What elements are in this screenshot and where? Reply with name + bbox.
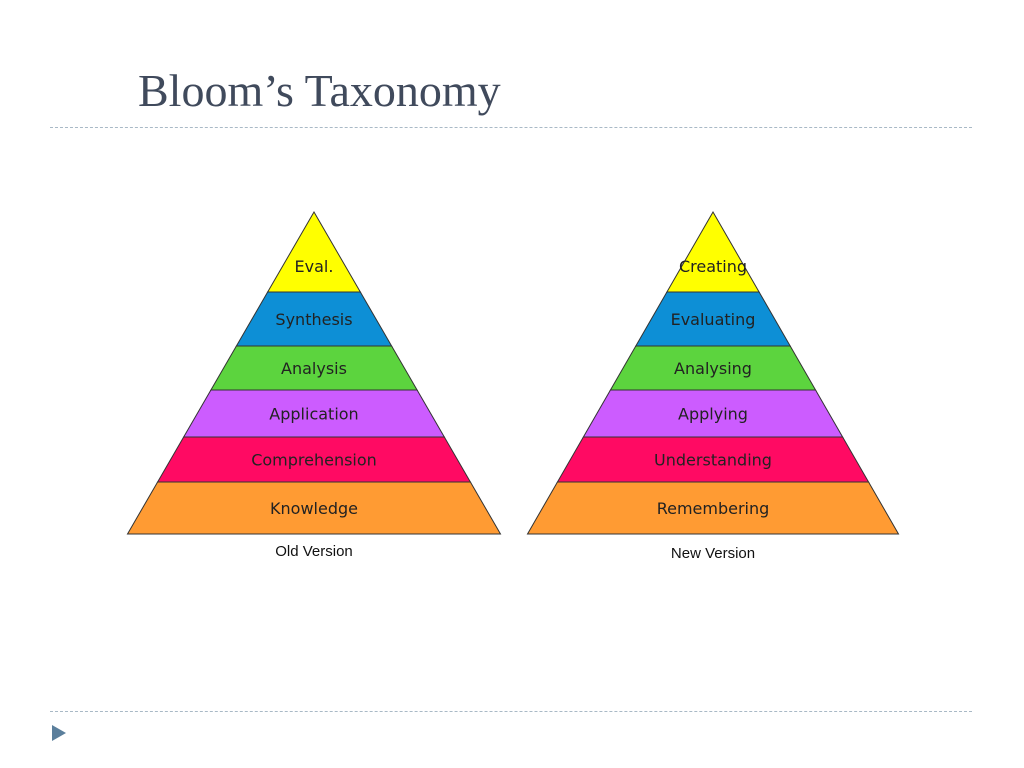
- pyramid-layer-label: Application: [269, 405, 358, 424]
- title-divider: [50, 127, 972, 128]
- pyramid-layer-label: Eval.: [295, 257, 334, 276]
- pyramid-layer: [266, 211, 362, 293]
- triangle-bullet-icon: [52, 725, 66, 741]
- slide-title: Bloom’s Taxonomy: [138, 65, 501, 116]
- pyramid-layer: [526, 481, 900, 535]
- pyramid-layer: [126, 481, 502, 535]
- pyramid-layer-label: Analysis: [281, 359, 347, 378]
- pyramid-layer-label: Comprehension: [251, 451, 377, 470]
- new-version-pyramid: Creating Evaluating Analysing Applying U…: [526, 210, 900, 562]
- old-version-pyramid: Eval. Synthesis Analysis Application Com…: [126, 211, 502, 560]
- old-version-caption: Old Version: [275, 543, 353, 560]
- pyramid-layer-label: Synthesis: [275, 310, 352, 329]
- pyramid-layer-label: Creating: [679, 257, 747, 276]
- pyramid-layer-label: Remembering: [657, 499, 770, 518]
- pyramid-layer: [666, 210, 760, 293]
- pyramid-layer-label: Understanding: [654, 451, 772, 470]
- pyramid-layer-label: Evaluating: [671, 310, 756, 329]
- pyramid-layer-label: Knowledge: [270, 499, 358, 518]
- pyramid-layer-label: Applying: [678, 405, 748, 424]
- footer-divider: [50, 711, 972, 712]
- pyramid-layer-label: Analysing: [674, 359, 752, 378]
- new-version-caption: New Version: [671, 545, 755, 562]
